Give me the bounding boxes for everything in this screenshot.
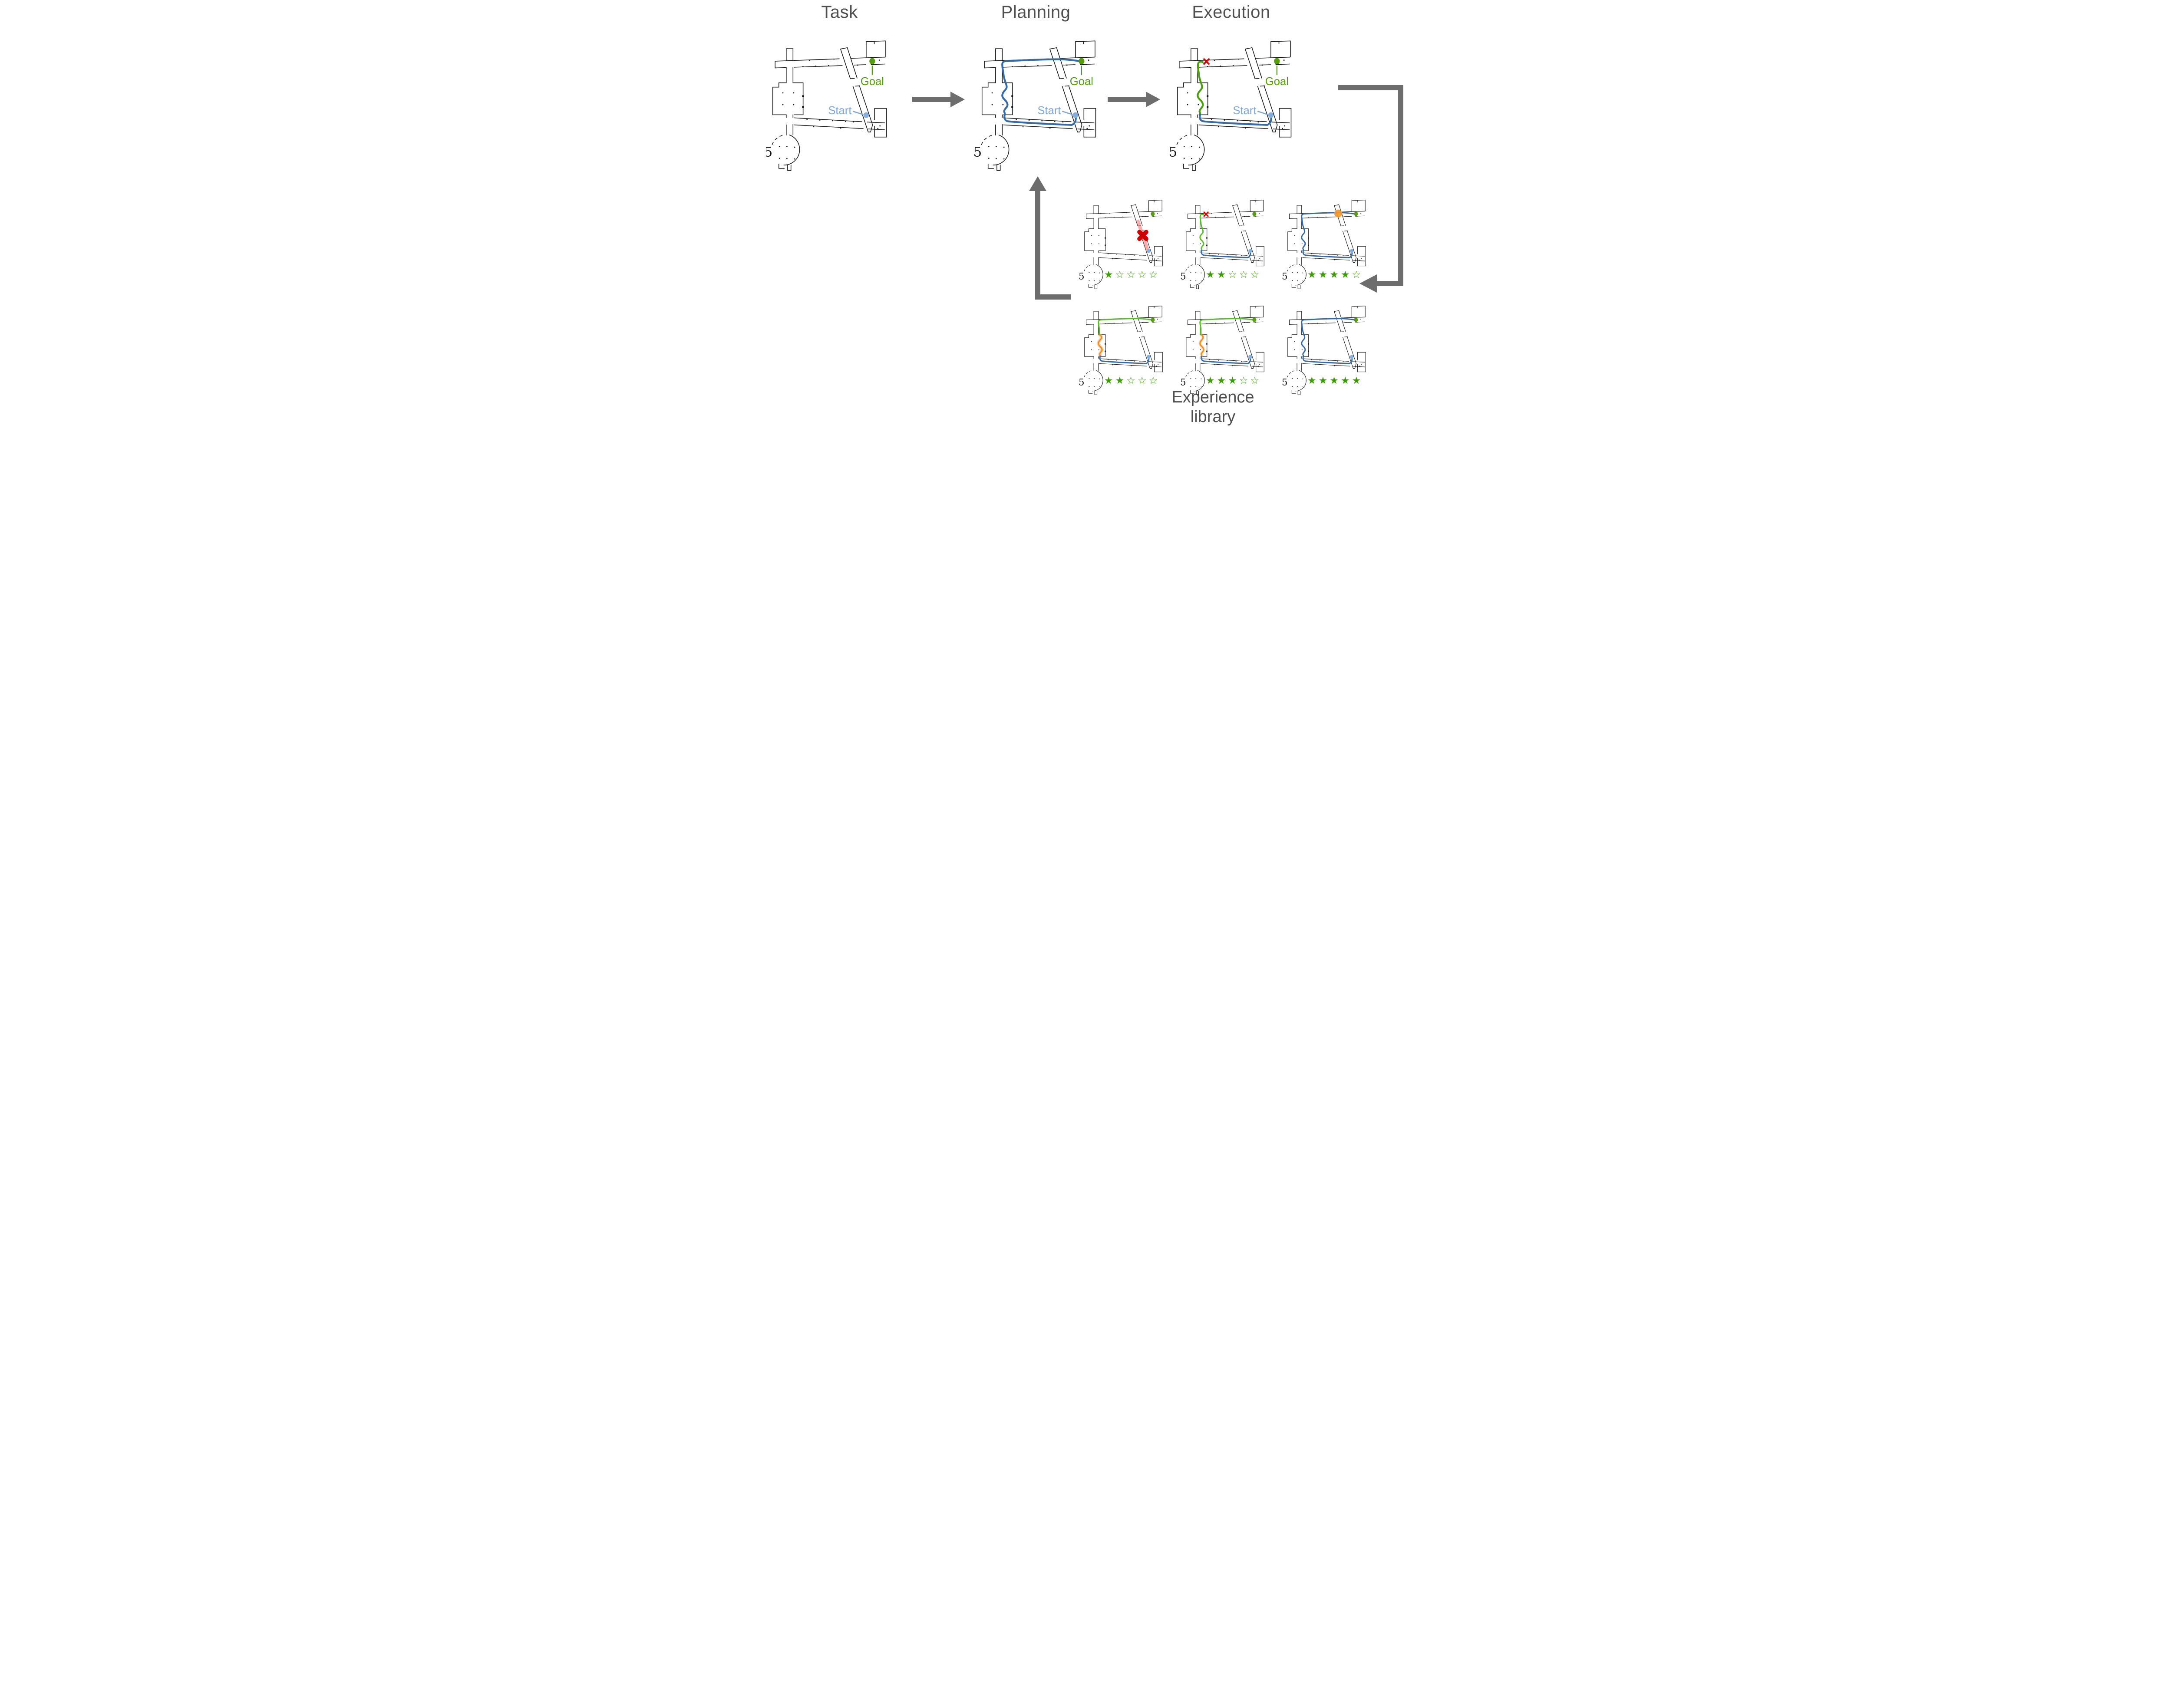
star-filled-icon: ★ (1318, 269, 1328, 280)
map-room-label: 5 (973, 145, 982, 160)
start-label: Start (828, 105, 851, 117)
star-filled-icon: ★ (1340, 269, 1350, 280)
star-empty-icon: ☆ (1137, 375, 1147, 386)
arrow-planning-to-execution-icon (1107, 92, 1160, 107)
library-item-map-3: 5 (1281, 200, 1366, 289)
star-empty-icon: ☆ (1115, 269, 1125, 280)
map-room-label: 5 (1078, 271, 1084, 282)
panel-title-task: Task (821, 3, 858, 22)
map-room-label: 5 (1281, 271, 1287, 282)
path-blue (1300, 318, 1355, 364)
star-filled-icon: ★ (1307, 375, 1316, 386)
goal-label: Goal (860, 76, 884, 88)
map-room-label: 5 (1180, 271, 1186, 282)
executed-path-green (1198, 62, 1203, 113)
star-rating: ★★☆☆☆ (1099, 376, 1163, 386)
star-empty-icon: ☆ (1239, 375, 1248, 386)
library-item-map-2: 5 (1180, 200, 1264, 289)
star-filled-icon: ★ (1205, 269, 1215, 280)
star-empty-icon: ☆ (1352, 269, 1361, 280)
star-filled-icon: ★ (1330, 375, 1339, 386)
star-rating: ★★★★☆ (1302, 270, 1366, 280)
library-item-map-5: 5 (1180, 306, 1264, 395)
star-empty-icon: ☆ (1250, 375, 1260, 386)
star-filled-icon: ★ (1228, 375, 1237, 386)
map-room-label: 5 (1180, 377, 1186, 388)
library-item-map-6: 5 (1281, 306, 1366, 395)
star-filled-icon: ★ (1307, 269, 1316, 280)
star-rating: ★★★☆☆ (1201, 376, 1265, 386)
library-title: Experience library (1148, 388, 1278, 427)
map-room-label: 5 (766, 145, 772, 160)
map-room-label: 5 (1078, 377, 1084, 388)
path-blue (1201, 249, 1251, 258)
star-empty-icon: ☆ (1148, 269, 1158, 280)
congestion-blob (1334, 209, 1342, 218)
library-title-line1: Experience (1171, 388, 1254, 406)
star-filled-icon: ★ (1352, 375, 1361, 386)
star-rating: ★☆☆☆☆ (1099, 270, 1163, 280)
library-title-line2: library (1190, 408, 1236, 426)
star-rating: ★★☆☆☆ (1201, 270, 1265, 280)
map-room-label: 5 (1168, 145, 1177, 160)
star-filled-icon: ★ (1340, 375, 1350, 386)
goal-label: Goal (1265, 76, 1288, 88)
figure-canvas: Task Planning Execution 5 Goal Start 5 G… (765, 0, 1406, 427)
blocked-x-icon (1139, 232, 1146, 239)
failure-x-icon (1203, 211, 1209, 217)
star-filled-icon: ★ (1104, 269, 1113, 280)
arrow-task-to-planning-icon (912, 92, 965, 107)
path-green (1199, 214, 1204, 251)
star-empty-icon: ☆ (1126, 269, 1135, 280)
floor-plan-task: 5 Goal Start (766, 40, 887, 171)
star-empty-icon: ☆ (1228, 269, 1237, 280)
star-filled-icon: ★ (1115, 375, 1125, 386)
star-filled-icon: ★ (1330, 269, 1339, 280)
library-item-map-4: 5 (1078, 306, 1163, 395)
arrow-execution-to-library-icon (1338, 85, 1403, 293)
star-rating: ★★★★★ (1302, 376, 1366, 386)
star-filled-icon: ★ (1318, 375, 1328, 386)
star-empty-icon: ☆ (1239, 269, 1248, 280)
path-blue (1201, 355, 1251, 364)
floor-plan-execution: 5 Goal Start (1168, 40, 1291, 171)
star-empty-icon: ☆ (1250, 269, 1260, 280)
star-empty-icon: ☆ (1126, 375, 1135, 386)
star-empty-icon: ☆ (1137, 269, 1147, 280)
star-filled-icon: ★ (1104, 375, 1113, 386)
floor-plan-planning: 5 Goal Start (973, 40, 1096, 171)
path-blue (1099, 355, 1149, 364)
library-item-map-1: 5 (1078, 200, 1163, 289)
star-filled-icon: ★ (1217, 375, 1226, 386)
star-empty-icon: ☆ (1148, 375, 1158, 386)
star-filled-icon: ★ (1217, 269, 1226, 280)
arrow-library-to-planning-icon (1029, 176, 1071, 300)
star-filled-icon: ★ (1205, 375, 1215, 386)
path-green (1199, 318, 1253, 336)
panel-title-planning: Planning (1001, 3, 1071, 22)
map-room-label: 5 (1281, 377, 1287, 388)
path-green (1097, 318, 1151, 336)
start-label: Start (1233, 105, 1256, 117)
path-blue (1300, 212, 1355, 258)
goal-label: Goal (1069, 76, 1093, 88)
start-label: Start (1037, 105, 1061, 117)
panel-title-execution: Execution (1192, 3, 1270, 22)
